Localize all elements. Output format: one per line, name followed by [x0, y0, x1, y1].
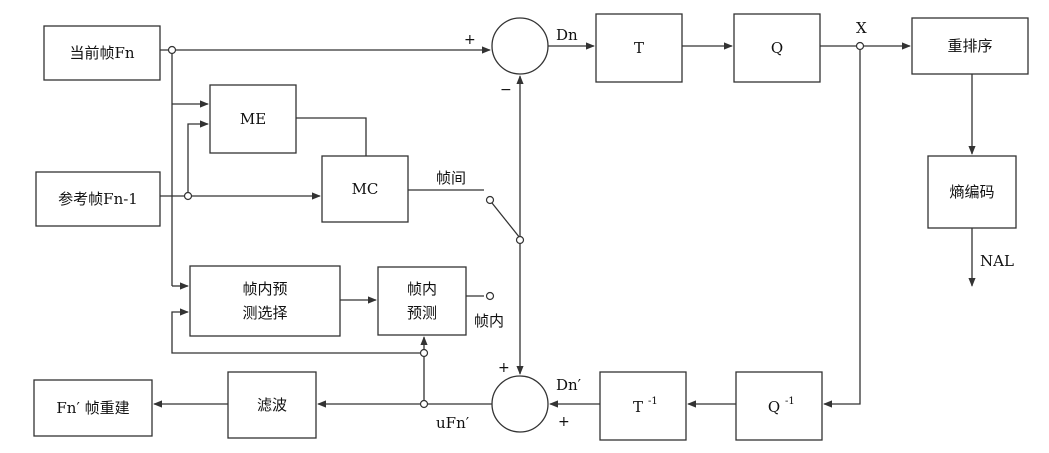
junction-ufn	[419, 399, 429, 409]
rebuild-label: Fn′ 帧重建	[56, 399, 129, 417]
mc-block: MC	[321, 155, 409, 223]
wire-x-to-invq	[823, 50, 861, 408]
quant-label: Q	[771, 39, 783, 57]
adder-circle	[491, 375, 549, 433]
inter-label: 帧间	[436, 169, 466, 187]
ref-frame-label: 参考帧Fn-1	[58, 190, 138, 208]
current-frame-block: 当前帧Fn	[43, 25, 161, 81]
junction-x	[855, 41, 865, 51]
inv-transform-sup: -1	[648, 396, 658, 407]
wire-me-to-mc	[296, 117, 367, 156]
inv-transform-label: T	[633, 398, 643, 416]
intra-pred-select-block: 帧内预 测选择	[189, 265, 341, 337]
add-plus-bottom-sign: +	[558, 414, 570, 430]
inv-quant-block: Q -1	[735, 371, 823, 441]
intra-label: 帧内	[474, 312, 504, 330]
dn-prime-label: Dn′	[556, 376, 582, 394]
intra-pred-block: 帧内 预测	[377, 266, 467, 336]
intra-select-line2: 测选择	[242, 304, 287, 322]
entropy-label: 熵编码	[949, 183, 994, 201]
inv-quant-sup: -1	[785, 396, 795, 407]
transform-label: T	[634, 39, 644, 57]
reorder-block: 重排序	[911, 17, 1029, 75]
subtractor-circle	[491, 17, 549, 75]
ufn-prime-label: uFn′	[436, 414, 470, 432]
nal-label: NAL	[980, 252, 1014, 270]
switch-pivot	[515, 235, 525, 245]
me-block: ME	[209, 84, 297, 154]
ref-frame-block: 参考帧Fn-1	[35, 171, 161, 227]
rebuild-block: Fn′ 帧重建	[33, 379, 153, 437]
quant-block: Q	[733, 13, 821, 83]
reorder-label: 重排序	[947, 37, 992, 55]
junction-fn	[167, 45, 177, 55]
junction-ufn-upper	[419, 348, 429, 358]
switch-contact-inter	[485, 195, 495, 205]
filter-label: 滤波	[257, 396, 287, 414]
me-label: ME	[240, 110, 266, 128]
intra-pred-line2: 预测	[407, 304, 437, 322]
add-plus-top-sign: +	[498, 360, 510, 376]
x-label: X	[856, 19, 867, 37]
intra-select-line1: 帧内预	[242, 280, 287, 298]
entropy-block: 熵编码	[927, 155, 1017, 229]
wire-ufn-to-select	[171, 308, 420, 354]
dn-label: Dn	[556, 26, 578, 44]
filter-block: 滤波	[227, 371, 317, 439]
current-frame-label: 当前帧Fn	[69, 44, 134, 62]
inv-transform-block: T -1	[599, 371, 687, 441]
mc-label: MC	[352, 180, 379, 198]
wire-ref-to-me	[187, 120, 209, 196]
inv-quant-label: Q	[768, 398, 780, 416]
sub-minus-sign: −	[500, 82, 512, 98]
junction-ref	[183, 191, 193, 201]
intra-pred-line1: 帧内	[407, 280, 437, 298]
switch-contact-intra	[485, 291, 495, 301]
switch-lever	[491, 202, 521, 239]
sub-plus-sign: +	[464, 32, 476, 48]
transform-block: T	[595, 13, 683, 83]
